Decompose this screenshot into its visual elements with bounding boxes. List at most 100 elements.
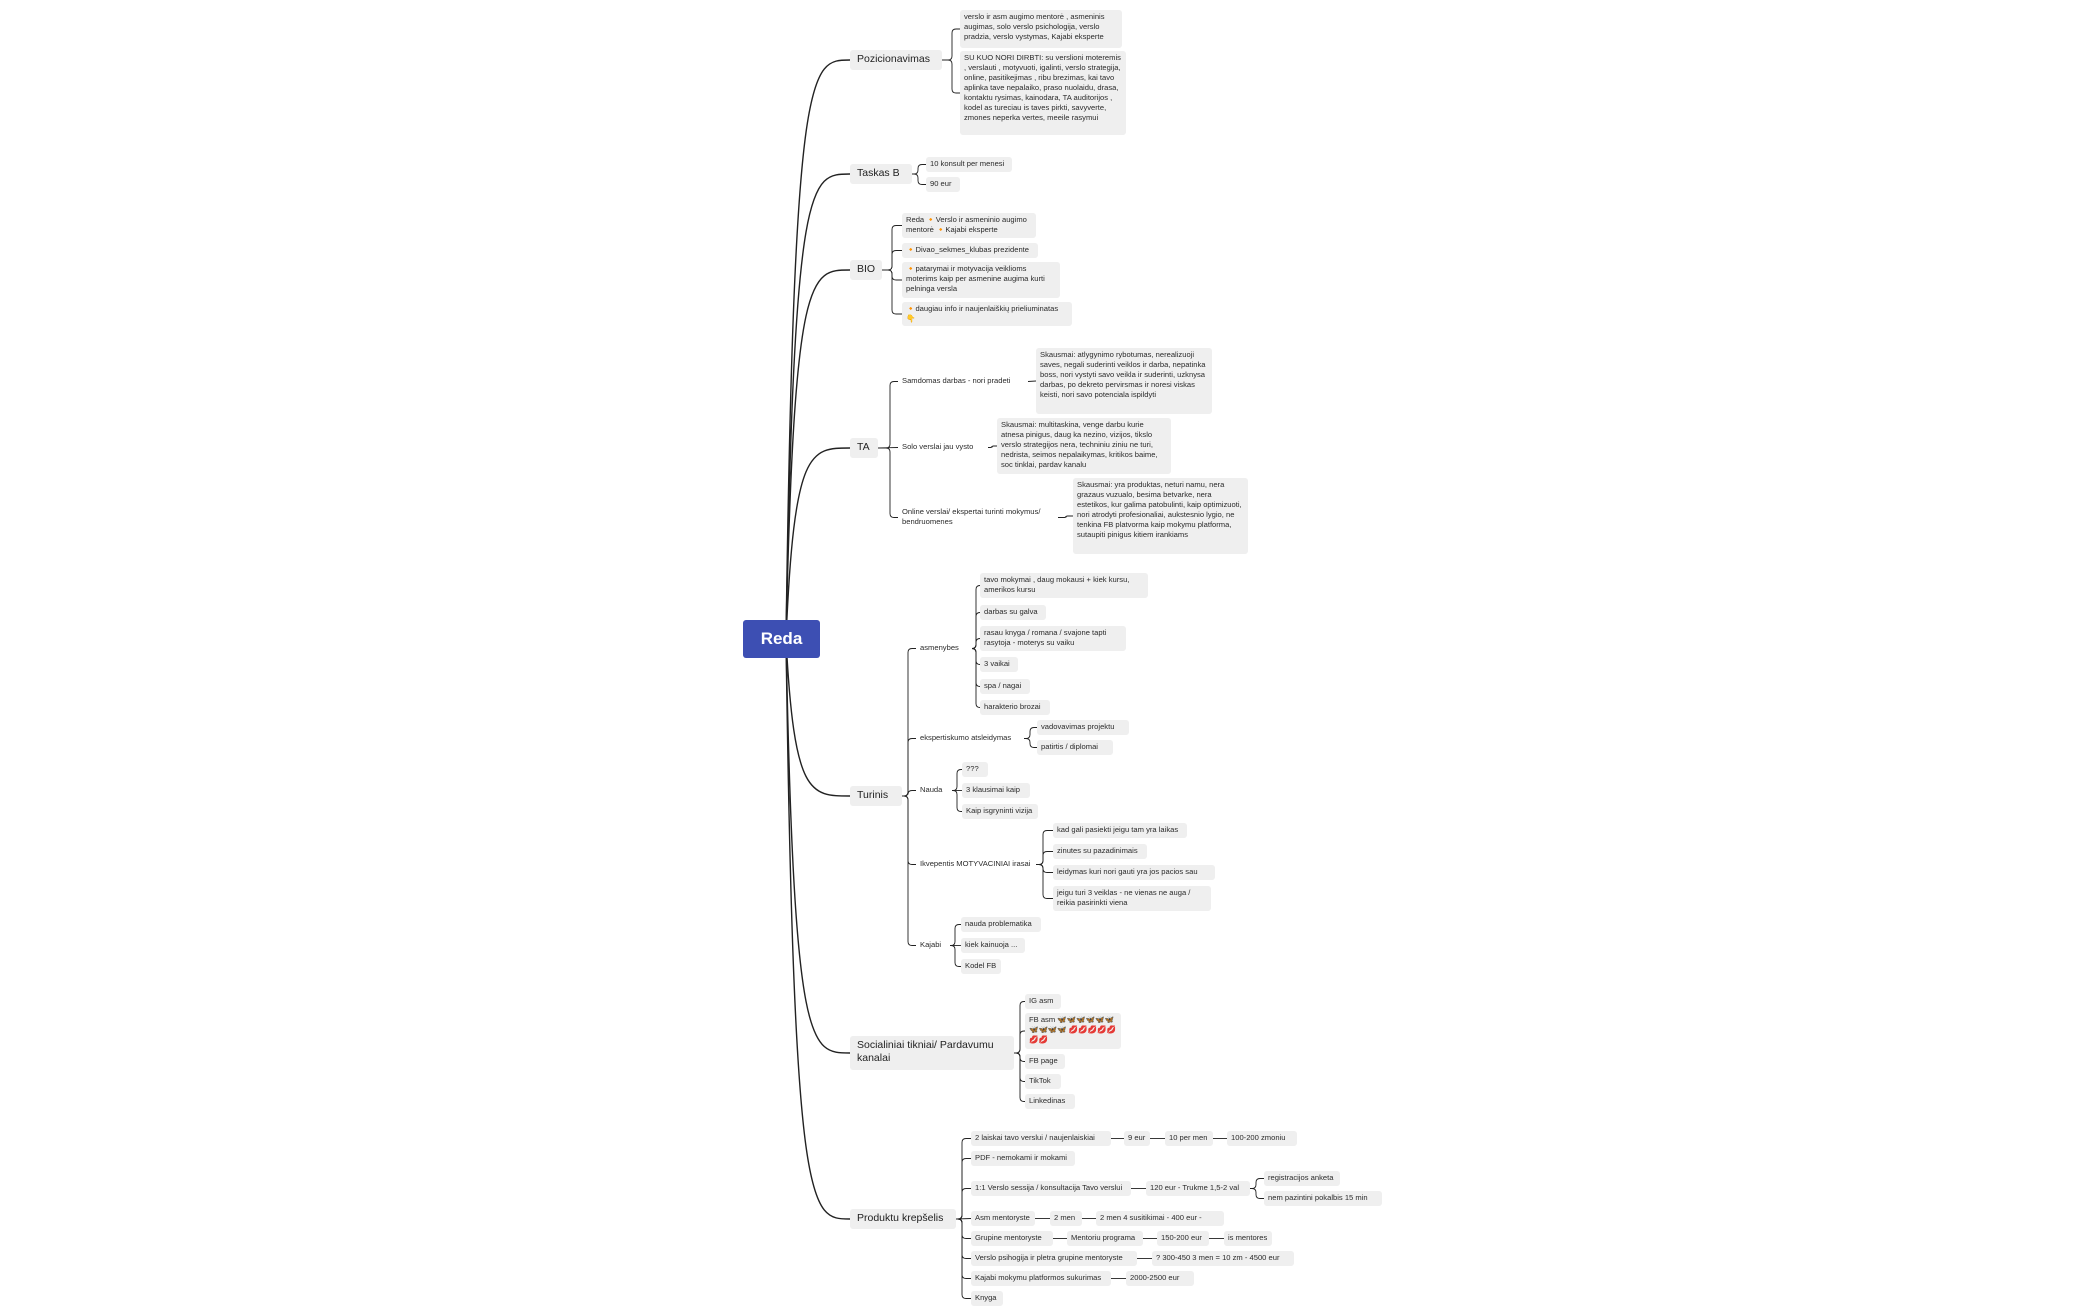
- taskas-b-node-1[interactable]: 10 konsult per menesi: [926, 157, 1012, 172]
- kajabi-node-3[interactable]: Kodel FB: [961, 959, 1001, 974]
- connector-line: [902, 795, 916, 865]
- soc-node-fb-page[interactable]: FB page: [1025, 1054, 1065, 1069]
- connector-line: [785, 173, 851, 640]
- connector-line: [971, 648, 981, 665]
- prod-node-1[interactable]: 2 laiskai tavo verslui / naujenlaiskiai: [971, 1131, 1111, 1146]
- connector-line: [1250, 1178, 1264, 1189]
- connector-line: [988, 445, 997, 448]
- connector-line: [1014, 1052, 1025, 1082]
- prod-node-2[interactable]: PDF - nemokami ir mokami: [971, 1151, 1075, 1166]
- connector-line: [902, 795, 916, 946]
- connector-line: [1058, 515, 1073, 518]
- prod-node-1-freq[interactable]: 10 per men: [1165, 1131, 1213, 1146]
- prod-node-4-duration[interactable]: 2 men: [1050, 1211, 1082, 1226]
- bio-node-4[interactable]: 🔸daugiau info ir naujenlaiškių prieliumi…: [902, 302, 1072, 326]
- poz-node-1[interactable]: verslo ir asm augimo mentorė , asmeninis…: [960, 10, 1122, 48]
- turinis-nauda[interactable]: Nauda: [920, 785, 943, 794]
- ikvepentis-node-4[interactable]: jeigu turi 3 veiklas - ne vienas ne auga…: [1053, 886, 1211, 911]
- prod-node-5-mentores[interactable]: is mentores: [1224, 1231, 1272, 1246]
- connector-line: [971, 648, 981, 708]
- connector-line: [956, 1218, 971, 1239]
- connector-line: [878, 447, 898, 518]
- kajabi-node-2[interactable]: kiek kainuoja ...: [961, 938, 1025, 953]
- ekspertiskumas-node-2[interactable]: patirtis / diplomai: [1037, 740, 1113, 755]
- root-node[interactable]: Reda: [743, 620, 820, 658]
- connector-line: [971, 585, 981, 649]
- connector-line: [912, 164, 926, 175]
- ikvepentis-node-1[interactable]: kad gali pasiekti jeigu tam yra laikas: [1053, 823, 1187, 838]
- connector-line: [902, 648, 916, 797]
- prod-node-7[interactable]: Kajabi mokymu platformos sukurimas: [971, 1271, 1111, 1286]
- ikvepentis-node-2[interactable]: zinutes su pazadinimais: [1053, 844, 1147, 859]
- connector-line: [956, 1188, 971, 1220]
- connector-line: [956, 1158, 971, 1220]
- bio-node-3[interactable]: 🔸patarymai ir motyvacija veiklioms moter…: [902, 262, 1060, 298]
- taskas-b-node-2[interactable]: 90 eur: [926, 177, 960, 192]
- connector-line: [956, 1138, 971, 1220]
- soc-node-ig[interactable]: IG asm: [1025, 994, 1061, 1009]
- branch-taskas-b[interactable]: Taskas B: [850, 164, 912, 184]
- connector-line: [877, 447, 899, 449]
- connector-line: [1014, 1030, 1025, 1054]
- branch-socialiniai[interactable]: Socialiniai tikniai/ Pardavumu kanalai: [850, 1036, 1014, 1070]
- prod-node-6[interactable]: Verslo psihogija ir pletra grupine mento…: [971, 1251, 1137, 1266]
- prod-node-1-people[interactable]: 100-200 zmoniu: [1227, 1131, 1297, 1146]
- asmenybes-node-4[interactable]: 3 vaikai: [980, 657, 1018, 672]
- ta-node-1[interactable]: Samdomas darbas - nori pradeti: [902, 376, 1011, 385]
- ta-node-3-pains[interactable]: Skausmai: yra produktas, neturi namu, ne…: [1073, 478, 1248, 554]
- nauda-node-2[interactable]: 3 klausimai kaip: [962, 783, 1030, 798]
- prod-node-3-anketa[interactable]: registracijos anketa: [1264, 1171, 1340, 1186]
- turinis-kajabi[interactable]: Kajabi: [920, 940, 942, 949]
- connector-line: [942, 59, 960, 94]
- prod-node-5-program[interactable]: Mentoriu programa: [1067, 1231, 1143, 1246]
- branch-pozicionavimas[interactable]: Pozicionavimas: [850, 50, 942, 70]
- asmenybes-node-6[interactable]: harakterio brozai: [980, 700, 1050, 715]
- turinis-ekspertiskumas[interactable]: ekspertiskumo atsleidymas: [920, 733, 1012, 742]
- ta-node-1-pains[interactable]: Skausmai: atlygynimo rybotumas, nerealiz…: [1036, 348, 1212, 414]
- prod-node-4[interactable]: Asm mentoryste: [971, 1211, 1035, 1226]
- connector-line: [882, 225, 902, 271]
- prod-node-5-price[interactable]: 150-200 eur: [1157, 1231, 1209, 1246]
- prod-node-6-price[interactable]: ? 300-450 3 men = 10 zm - 4500 eur: [1152, 1251, 1294, 1266]
- connector-line: [785, 269, 851, 640]
- prod-node-4-price[interactable]: 2 men 4 susitikimai - 400 eur -: [1096, 1211, 1224, 1226]
- ta-node-3[interactable]: Online verslai/ ekspertai turinti mokymu…: [902, 507, 1041, 526]
- soc-node-linkedin[interactable]: Linkedinas: [1025, 1094, 1075, 1109]
- prod-node-3-pokalbis[interactable]: nem pazintini pokalbis 15 min: [1264, 1191, 1382, 1206]
- branch-ta[interactable]: TA: [850, 438, 878, 458]
- poz-node-2[interactable]: SU KUO NORI DIRBTI: su verslioni moterem…: [960, 51, 1126, 135]
- asmenybes-node-3[interactable]: rasau knyga / romana / svajone tapti ras…: [980, 626, 1126, 651]
- branch-produktu-krepselis[interactable]: Produktu krepšelis: [850, 1209, 956, 1229]
- ikvepentis-node-3[interactable]: leidymas kuri nori gauti yra jos pacios …: [1053, 865, 1215, 880]
- asmenybes-node-5[interactable]: spa / nagai: [980, 679, 1030, 694]
- branch-bio[interactable]: BIO: [850, 260, 882, 280]
- kajabi-node-1[interactable]: nauda problematika: [961, 917, 1041, 932]
- prod-node-3-price[interactable]: 120 eur - Trukme 1,5-2 val: [1146, 1181, 1250, 1196]
- prod-node-7-price[interactable]: 2000-2500 eur: [1126, 1271, 1194, 1286]
- ta-node-2-pains[interactable]: Skausmai: multitaskina, venge darbu kuri…: [997, 418, 1171, 474]
- connector-line: [882, 269, 902, 281]
- prod-node-3[interactable]: 1:1 Verslo sessija / konsultacija Tavo v…: [971, 1181, 1131, 1196]
- connector-line: [785, 638, 851, 1054]
- connector-line: [785, 447, 851, 640]
- prod-node-1-price[interactable]: 9 eur: [1124, 1131, 1150, 1146]
- soc-node-tiktok[interactable]: TikTok: [1025, 1074, 1061, 1089]
- bio-node-2[interactable]: 🔸Divao_sekmes_klubas prezidente: [902, 243, 1038, 258]
- soc-node-fb-asm[interactable]: FB asm 🦋🦋🦋🦋🦋🦋🦋🦋🦋🦋 💋💋💋💋💋💋💋: [1025, 1013, 1121, 1049]
- connector-line: [902, 790, 916, 797]
- ekspertiskumas-node-1[interactable]: vadovavimas projektu: [1037, 720, 1129, 735]
- turinis-asmenybes[interactable]: asmenybes: [920, 643, 959, 652]
- branch-turinis[interactable]: Turinis: [850, 786, 902, 806]
- turinis-ikvepentis[interactable]: Ikvepentis MOTYVACINIAI irasai: [920, 859, 1031, 868]
- bio-node-1[interactable]: Reda 🔸Verslo ir asmeninio augimo mentorė…: [902, 213, 1036, 238]
- ta-node-2[interactable]: Solo verslai jau vysto: [902, 442, 974, 451]
- asmenybes-node-1[interactable]: tavo mokymai , daug mokausi + kiek kursu…: [980, 573, 1148, 598]
- asmenybes-node-2[interactable]: darbas su galva: [980, 605, 1046, 620]
- connector-line: [1036, 830, 1053, 865]
- connector-line: [952, 790, 962, 812]
- prod-node-8[interactable]: Knyga: [971, 1291, 1003, 1306]
- connector-line: [971, 638, 981, 649]
- nauda-node-1[interactable]: ???: [962, 762, 988, 777]
- nauda-node-3[interactable]: Kaip isgryninti vizija: [962, 804, 1038, 819]
- prod-node-5[interactable]: Grupine mentoryste: [971, 1231, 1053, 1246]
